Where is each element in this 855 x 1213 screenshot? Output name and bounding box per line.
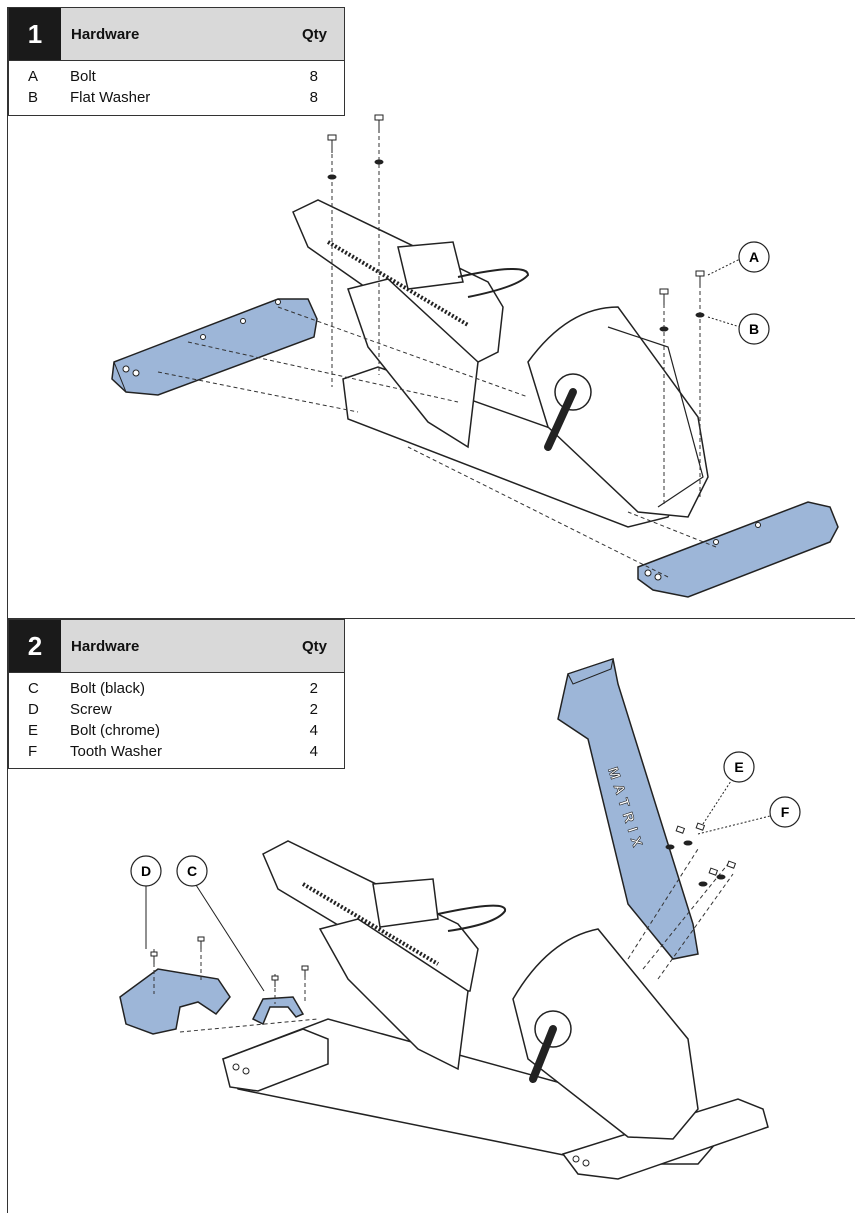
front-stabilizer	[637, 501, 839, 598]
strap-bracket	[251, 996, 305, 1026]
hardware-letter: D	[28, 701, 39, 718]
rower-body	[292, 199, 709, 518]
callout-e-label: E	[734, 759, 743, 775]
hardware-name: Screw	[70, 701, 112, 718]
callout-a-label: A	[749, 249, 759, 265]
hardware-name: Bolt (black)	[70, 680, 146, 697]
callout-d: D	[130, 855, 162, 949]
step-1-panel: A B 1 Hardware Qty A Bolt 8 B Flat Washe…	[7, 7, 855, 618]
qty-heading: Qty	[301, 25, 327, 43]
callout-a: A	[707, 241, 770, 276]
callout-c-label: C	[187, 863, 197, 879]
step-2-panel: MATRIX	[7, 618, 855, 1213]
hardware-name: Bolt (chrome)	[70, 722, 161, 739]
hardware-row: B Flat Washer 8	[9, 87, 344, 108]
hardware-table-step-1: 1 Hardware Qty A Bolt 8 B Flat Washer 8	[8, 7, 345, 116]
callout-f: F	[697, 796, 801, 835]
rear-cover	[119, 968, 231, 1035]
hardware-table-step-2: 2 Hardware Qty C Bolt (black) 2 D Screw …	[8, 619, 345, 769]
hardware-qty: 2	[309, 701, 318, 718]
hardware-row: D Screw 2	[9, 699, 344, 720]
monitor-mast: MATRIX	[557, 658, 699, 960]
base-frame	[221, 1018, 730, 1165]
hardware-table-header: 1 Hardware Qty	[9, 8, 344, 61]
hardware-name: Bolt	[70, 68, 96, 85]
rear-stabilizer	[111, 298, 318, 396]
hardware-name: Flat Washer	[70, 89, 151, 106]
hardware-qty: 8	[309, 68, 318, 85]
hardware-row: C Bolt (black) 2	[9, 678, 344, 699]
hardware-row: A Bolt 8	[9, 66, 344, 87]
seat-carriage	[397, 241, 464, 290]
flywheel-housing	[512, 928, 699, 1140]
hardware-heading: Hardware	[71, 25, 140, 43]
step-2-illustration: MATRIX	[119, 658, 801, 1180]
hardware-letter: E	[28, 722, 39, 739]
callout-e: E	[702, 751, 755, 825]
callout-b-label: B	[749, 321, 759, 337]
hardware-name: Tooth Washer	[70, 743, 162, 760]
hardware-qty: 8	[309, 89, 318, 106]
callout-f-label: F	[781, 804, 790, 820]
hardware-qty: 4	[309, 743, 318, 760]
hardware-row: F Tooth Washer 4	[9, 741, 344, 762]
hardware-letter: A	[28, 68, 39, 85]
seat-carriage	[372, 878, 439, 928]
callout-d-label: D	[141, 863, 151, 879]
qty-heading: Qty	[301, 637, 327, 655]
step-1-illustration: A B	[111, 114, 839, 598]
step-number-badge: 2	[9, 620, 61, 672]
hardware-heading: Hardware	[71, 637, 140, 655]
rower-body	[262, 840, 699, 1140]
hardware-qty: 4	[309, 722, 318, 739]
seat-handle	[457, 267, 530, 298]
hardware-table-header: 2 Hardware Qty	[9, 620, 344, 673]
callout-c: C	[176, 855, 265, 992]
rear-foot	[222, 1028, 329, 1092]
flywheel-housing	[527, 306, 709, 518]
step-number-badge: 1	[9, 8, 61, 60]
hardware-letter: B	[28, 89, 39, 106]
hardware-letter: F	[28, 743, 38, 760]
hardware-qty: 2	[309, 680, 318, 697]
seat-handle	[437, 904, 507, 932]
hardware-row: E Bolt (chrome) 4	[9, 720, 344, 741]
hardware-letter: C	[28, 680, 39, 697]
callout-b: B	[707, 313, 770, 345]
